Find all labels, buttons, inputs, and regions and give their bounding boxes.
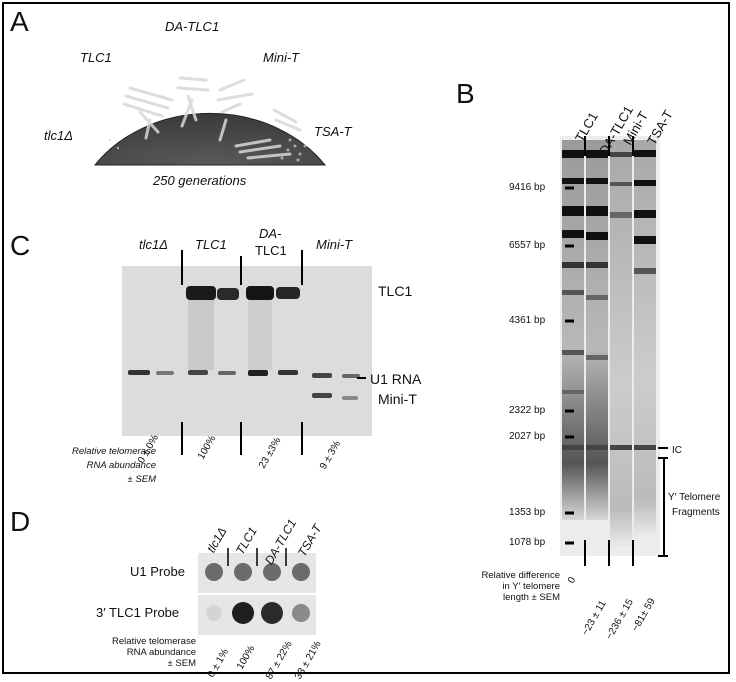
panel-b-marker-9416: 9416 bp — [509, 182, 546, 193]
panel-d-probe-u1: U1 Probe — [130, 564, 185, 579]
panel-a-label-mini-t: Mini-T — [263, 50, 300, 65]
panel-a-label-tsa-t: TSA-T — [314, 124, 352, 139]
panel-c-group-tlc1: TLC1 — [195, 237, 227, 252]
panel-b-letter: B — [456, 78, 475, 109]
panel-b-footer-line-2: in Y′ telomere — [502, 581, 560, 592]
panel-b-footer-line-1: Relative difference — [481, 570, 560, 581]
panel-c-band-u1: U1 RNA — [370, 371, 422, 387]
panel-c-band-mini-t: Mini-T — [378, 391, 417, 407]
panel-c-footer-line-1: Relative telomerase — [72, 446, 156, 457]
panel-c-footer-line-2: RNA abundance — [86, 460, 156, 471]
panel-b-footer-line-3: length ± SEM — [503, 592, 560, 603]
panel-c-group-da-tlc1: TLC1 — [255, 243, 287, 258]
panel-c-group-mini-t: Mini-T — [316, 237, 353, 252]
panel-c-group-da: DA- — [259, 226, 282, 241]
panel-d-footer-line-3: ± SEM — [167, 658, 196, 669]
panel-d-footer-line-1: Relative telomerase — [112, 636, 196, 647]
panel-c-footer-line-3: ± SEM — [127, 474, 156, 485]
panel-a-label-tlc1-delta: tlc1Δ — [44, 128, 73, 143]
panel-b-marker-4361: 4361 bp — [509, 315, 546, 326]
panel-a-label-tlc1: TLC1 — [80, 50, 112, 65]
panel-b-bracket-line-2: Fragments — [672, 507, 720, 518]
panel-b-ic-label: IC — [672, 445, 682, 456]
panel-b-marker-1078: 1078 bp — [509, 537, 546, 548]
panel-d-footer-label: Relative telomerase RNA abundance ± SEM — [88, 636, 196, 669]
panel-c-band-tlc1: TLC1 — [378, 283, 413, 299]
panel-c-footer-label: Relative telomerase RNA abundance ± SEM — [48, 445, 156, 487]
panel-d-letter: D — [10, 506, 31, 537]
panel-b-bracket-line-1: Y′ Telomere — [668, 492, 721, 503]
panel-a-label-da-tlc1: DA-TLC1 — [165, 19, 220, 34]
panel-d-probe-tlc1: 3′ TLC1 Probe — [96, 605, 180, 620]
panel-b-footer-label: Relative difference in Y′ telomere lengt… — [452, 570, 560, 603]
panel-b-marker-2322: 2322 bp — [509, 405, 546, 416]
panel-a-letter: A — [10, 6, 29, 37]
panel-b-marker-6557: 6557 bp — [509, 240, 546, 251]
panel-c-letter: C — [10, 230, 31, 261]
panel-b-bracket-label: Y′ Telomere Fragments — [668, 490, 720, 520]
panel-b-marker-1353: 1353 bp — [509, 507, 546, 518]
figure-frame — [2, 2, 730, 674]
panel-d-footer-line-2: RNA abundance — [126, 647, 196, 658]
panel-b-marker-2027: 2027 bp — [509, 431, 546, 442]
panel-c-group-tlc1-delta: tlc1Δ — [139, 237, 168, 252]
panel-a-caption: 250 generations — [153, 173, 247, 188]
